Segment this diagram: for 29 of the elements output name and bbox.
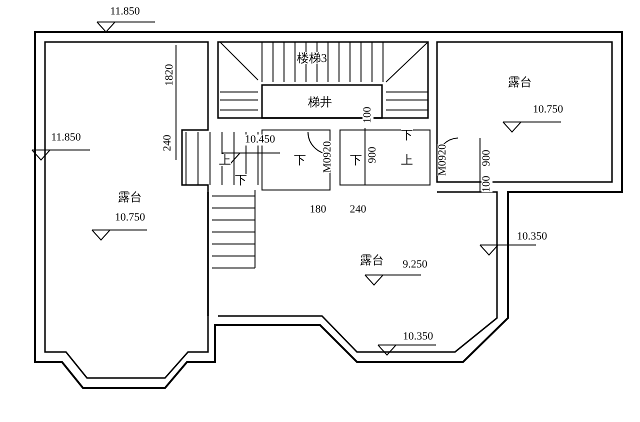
elevation-value: 10.350 [516,232,548,242]
elevation-value: 11.850 [51,132,81,144]
dimension-text: 100 [482,176,492,192]
room-label: 露台 [508,76,532,88]
dimension-text: 240 [162,134,174,152]
stair-direction-label: 上 [401,154,413,166]
elevation-value: 9.250 [402,260,428,270]
elevation-value: 10.750 [114,212,146,224]
stair-direction-label: 下 [294,154,306,166]
dimension-text: 1820 [164,64,176,86]
stair-direction-label: 上 [219,154,231,166]
elevation-value: 10.350 [402,332,434,342]
dimension-text: 240 [350,204,366,216]
stair-direction-label: 下 [401,129,413,141]
elevation-value: 10.450 [244,134,276,146]
room-label: 露台 [360,254,384,266]
dimension-text: 900 [368,146,378,164]
stair-direction-label: 下 [350,154,362,166]
room-label: 露台 [118,191,142,203]
door-code: M0920 [322,141,334,173]
stair-direction-label: 下 [235,174,247,186]
room-label: 梯井 [308,96,332,108]
dimension-text: 100 [362,106,374,124]
dimension-text: 900 [482,150,492,166]
elevation-value: 11.850 [110,6,140,18]
door-code: M0920 [438,144,448,176]
elevation-value: 10.750 [532,104,564,116]
dimension-text: 180 [310,204,326,216]
room-label: 楼梯3 [297,52,327,64]
